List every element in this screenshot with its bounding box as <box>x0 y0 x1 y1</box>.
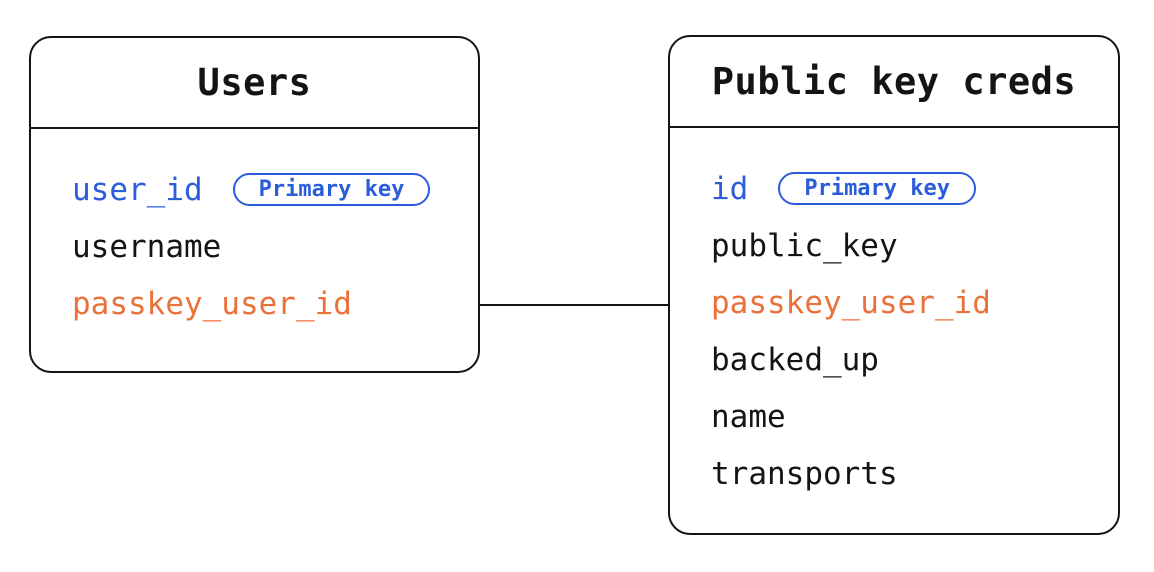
field-name: name <box>711 398 786 435</box>
field-name: id <box>711 170 749 207</box>
table-users: Users user_id Primary key username passk… <box>29 36 480 373</box>
primary-key-badge: Primary key <box>232 173 431 206</box>
field-name: passkey_user_id <box>711 284 991 321</box>
table-public-key-creds-title: Public key creds <box>670 37 1118 128</box>
field-name: backed_up <box>711 341 879 378</box>
field-name: passkey_user_id <box>72 285 352 322</box>
field-name: username <box>72 228 222 265</box>
field-row-public-key: public_key <box>670 217 1118 274</box>
field-row-passkey-user-id: passkey_user_id <box>31 275 478 332</box>
field-row-username: username <box>31 218 478 275</box>
field-row-user-id: user_id Primary key <box>31 161 478 218</box>
table-public-key-creds-fields: id Primary key public_key passkey_user_i… <box>670 128 1118 502</box>
primary-key-badge: Primary key <box>778 172 977 205</box>
field-row-name: name <box>670 388 1118 445</box>
field-row-passkey-user-id: passkey_user_id <box>670 274 1118 331</box>
table-users-fields: user_id Primary key username passkey_use… <box>31 129 478 332</box>
table-users-title: Users <box>31 38 478 129</box>
field-row-backed-up: backed_up <box>670 331 1118 388</box>
field-name: user_id <box>72 171 203 208</box>
table-public-key-creds: Public key creds id Primary key public_k… <box>668 35 1120 535</box>
relationship-line <box>480 304 668 306</box>
field-name: transports <box>711 455 898 492</box>
field-row-id: id Primary key <box>670 160 1118 217</box>
field-row-transports: transports <box>670 445 1118 502</box>
field-name: public_key <box>711 227 898 264</box>
